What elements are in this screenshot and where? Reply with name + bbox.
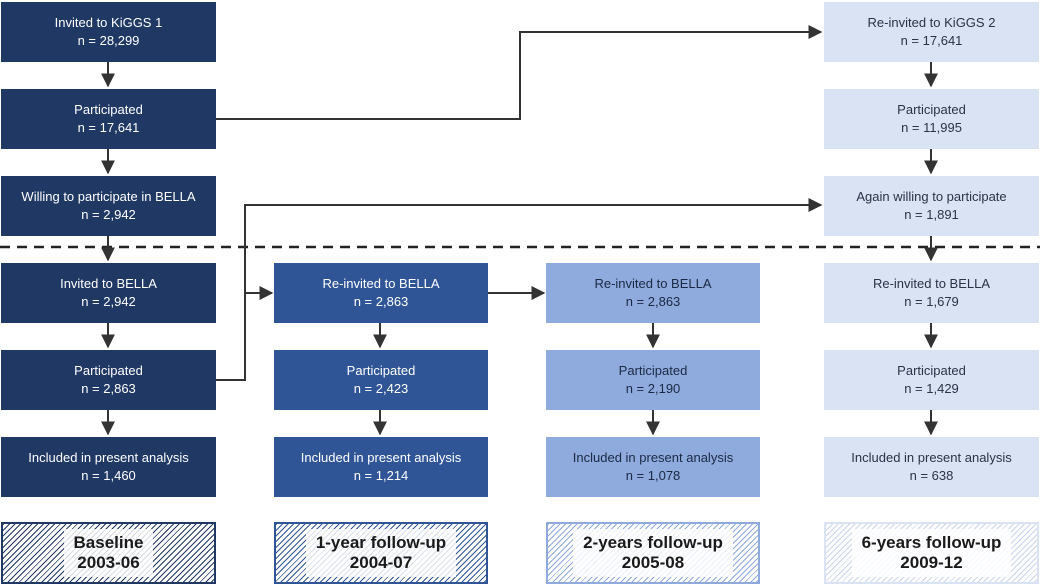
box-count: n = 1,078 <box>625 468 681 483</box>
phase-years: 2005-08 <box>621 553 685 572</box>
box-title: Included in present analysis <box>300 450 462 465</box>
phase-label-2-years: 2-years follow-up 2005-08 <box>546 522 760 584</box>
phase-label-baseline: Baseline 2003-06 <box>1 522 216 584</box>
box-title: Included in present analysis <box>572 450 734 465</box>
box-title: Re-invited to BELLA <box>872 276 991 291</box>
box-count: n = 2,863 <box>625 294 681 309</box>
phase-name: 2-years follow-up <box>583 533 723 552</box>
box-participated-kiggs1: Participated n = 17,641 <box>1 89 216 149</box>
box-count: n = 1,214 <box>353 468 409 483</box>
box-count: n = 2,863 <box>81 381 136 396</box>
phase-label-text: 1-year follow-up 2004-07 <box>305 529 457 577</box>
box-title: Participated <box>897 363 966 378</box>
box-fu6-again-willing: Again willing to participate n = 1,891 <box>824 176 1039 236</box>
box-count: n = 17,641 <box>77 120 140 135</box>
box-fu6-included: Included in present analysis n = 638 <box>824 437 1039 497</box>
box-count: n = 2,423 <box>353 381 409 396</box>
box-count: n = 1,460 <box>81 468 136 483</box>
box-count: n = 2,863 <box>353 294 409 309</box>
box-title: Re-invited to BELLA <box>322 276 440 291</box>
phase-label-text: 2-years follow-up 2005-08 <box>573 529 733 577</box>
box-fu6-reinvited-kiggs2: Re-invited to KiGGS 2 n = 17,641 <box>824 2 1039 62</box>
box-title: Again willing to participate <box>856 189 1007 204</box>
box-title: Included in present analysis <box>28 450 189 465</box>
box-title: Participated <box>897 102 966 117</box>
box-fu6-reinvited-bella: Re-invited to BELLA n = 1,679 <box>824 263 1039 323</box>
box-fu1-participated: Participated n = 2,423 <box>274 350 488 410</box>
box-title: Participated <box>618 363 688 378</box>
phase-name: 6-years follow-up <box>861 533 1002 552</box>
box-title: Included in present analysis <box>851 450 1012 465</box>
box-count: n = 2,190 <box>625 381 681 396</box>
box-invited-bella: Invited to BELLA n = 2,942 <box>1 263 216 323</box>
box-title: Participated <box>74 363 143 378</box>
box-count: n = 11,995 <box>901 120 962 135</box>
box-count: n = 1,891 <box>904 207 959 222</box>
box-title: Invited to BELLA <box>60 276 157 291</box>
phase-years: 2004-07 <box>349 553 413 572</box>
box-fu2-reinvited-bella: Re-invited to BELLA n = 2,863 <box>546 263 760 323</box>
box-invited-kiggs1: Invited to KiGGS 1 n = 28,299 <box>1 2 216 62</box>
box-count: n = 1,679 <box>904 294 959 309</box>
box-title: Re-invited to BELLA <box>594 276 712 291</box>
box-title: Participated <box>346 363 416 378</box>
box-included-baseline: Included in present analysis n = 1,460 <box>1 437 216 497</box>
box-count: n = 2,942 <box>81 294 136 309</box>
box-count: n = 28,299 <box>77 33 140 48</box>
phase-name: Baseline <box>73 533 144 552</box>
box-willing-bella: Willing to participate in BELLA n = 2,94… <box>1 176 216 236</box>
box-count: n = 1,429 <box>904 381 959 396</box>
box-count: n = 638 <box>909 468 954 483</box>
phase-label-1-year: 1-year follow-up 2004-07 <box>274 522 488 584</box>
box-fu6-participated-kiggs2: Participated n = 11,995 <box>824 89 1039 149</box>
box-title: Re-invited to KiGGS 2 <box>867 15 996 30</box>
box-fu1-included: Included in present analysis n = 1,214 <box>274 437 488 497</box>
box-count: n = 17,641 <box>900 33 963 48</box>
box-title: Willing to participate in BELLA <box>21 189 196 204</box>
box-fu2-participated: Participated n = 2,190 <box>546 350 760 410</box>
phase-label-text: Baseline 2003-06 <box>63 529 154 577</box>
box-participated-bella-baseline: Participated n = 2,863 <box>1 350 216 410</box>
box-title: Invited to KiGGS 1 <box>54 15 163 30</box>
box-fu6-participated-bella: Participated n = 1,429 <box>824 350 1039 410</box>
phase-label-6-years: 6-years follow-up 2009-12 <box>824 522 1039 584</box>
phase-years: 2009-12 <box>900 553 963 572</box>
box-count: n = 2,942 <box>81 207 136 222</box>
box-fu1-reinvited-bella: Re-invited to BELLA n = 2,863 <box>274 263 488 323</box>
phase-name: 1-year follow-up <box>315 533 447 552</box>
phase-years: 2003-06 <box>77 553 140 572</box>
box-fu2-included: Included in present analysis n = 1,078 <box>546 437 760 497</box>
arrow-kiggs1-participated-to-kiggs2 <box>216 25 823 120</box>
phase-label-text: 6-years follow-up 2009-12 <box>851 529 1012 577</box>
box-title: Participated <box>74 102 143 117</box>
